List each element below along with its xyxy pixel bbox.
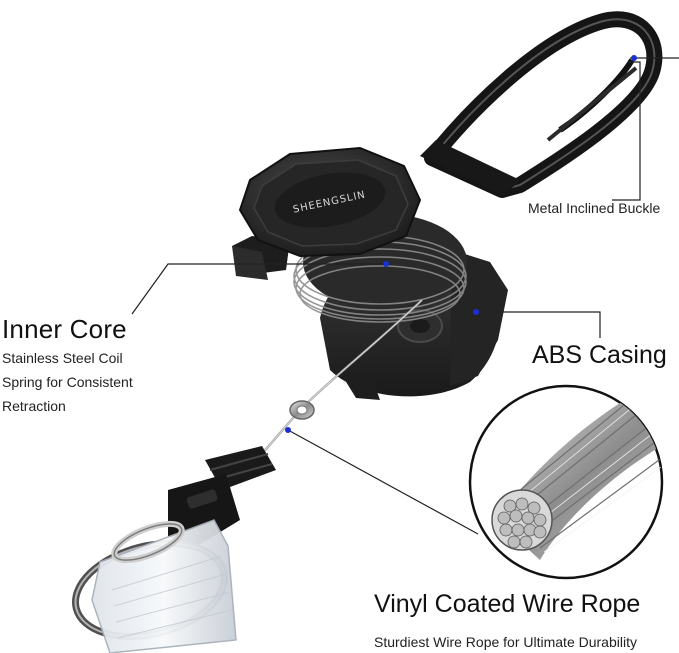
leader-lines (131, 57, 679, 535)
abs-casing-label: ABS Casing (532, 341, 667, 369)
badge-reel-icon: SHEENGSLIN (232, 146, 508, 400)
cable-closeup-icon (468, 384, 664, 580)
inner-core-desc-line: Stainless Steel Coil (2, 350, 123, 366)
wire-rope-description: Sturdiest Wire Rope for Ultimate Durabil… (374, 634, 637, 650)
inner-core-desc-line: Retraction (2, 398, 66, 414)
carabiner-icon (420, 11, 663, 198)
inner-core-desc-line: Spring for Consistent (2, 374, 133, 390)
wire-rope-title: Vinyl Coated Wire Rope (374, 590, 641, 618)
key-ring-assembly-icon (71, 446, 276, 653)
inner-core-description: Stainless Steel Coil Spring for Consiste… (2, 346, 133, 418)
marker-dots (285, 55, 637, 433)
metal-buckle-label: Metal Inclined Buckle (528, 200, 661, 216)
inner-core-title: Inner Core (2, 314, 127, 344)
